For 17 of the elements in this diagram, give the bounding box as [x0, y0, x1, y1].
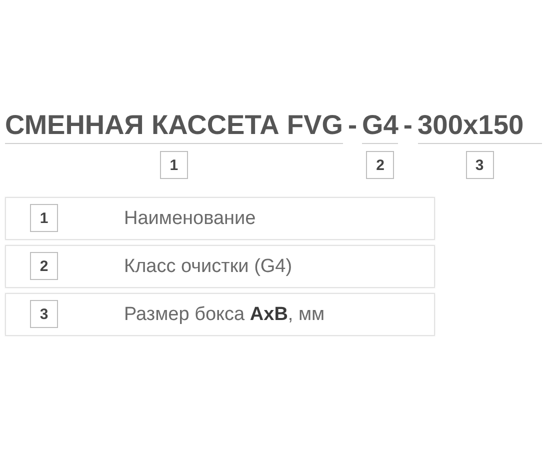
callout-number: 1 — [30, 204, 58, 232]
callout-number: 1 — [160, 151, 188, 179]
row-label: Класс очистки (G4) — [124, 257, 292, 278]
product-heading: СМЕННАЯ КАССЕТА FVG — [5, 111, 343, 140]
code-separator: - — [348, 111, 358, 140]
table-row — [5, 245, 435, 288]
table-row — [5, 197, 435, 240]
code-separator: - — [403, 111, 413, 140]
code-label: 300x150 — [418, 111, 524, 140]
code-label: G4 — [362, 111, 398, 140]
table-row — [5, 293, 435, 336]
row-label: Наименование — [124, 209, 256, 230]
callout-number: 3 — [30, 300, 58, 328]
callout-number: 3 — [466, 151, 494, 179]
callout-number: 2 — [30, 252, 58, 280]
callout-number: 2 — [366, 151, 394, 179]
row-label: Размер бокса AxB, мм — [124, 305, 325, 326]
